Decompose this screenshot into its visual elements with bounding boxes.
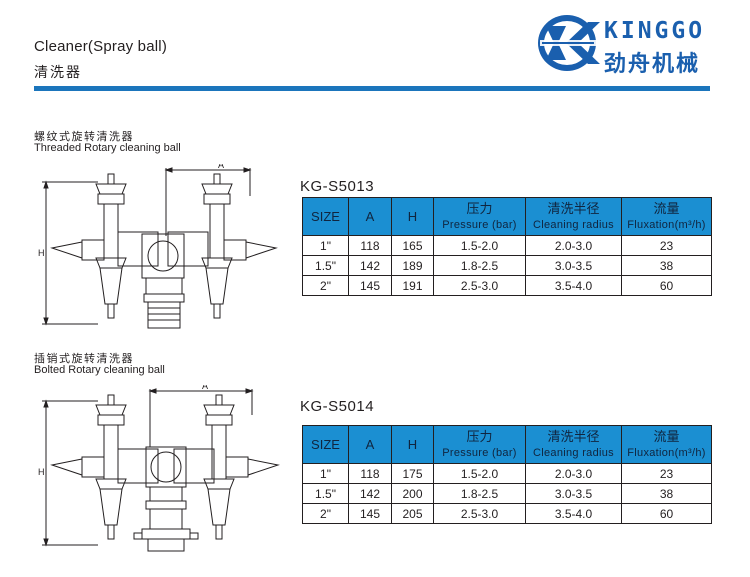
- table-cell: 3.5-4.0: [525, 275, 622, 296]
- table-cell: 118: [348, 235, 392, 256]
- table-header-cell: A: [348, 425, 392, 464]
- table-cell: 1": [302, 463, 349, 484]
- table-cell: 1.5": [302, 255, 349, 276]
- table-cell: 1.8-2.5: [433, 255, 526, 276]
- table-cell: 165: [391, 235, 434, 256]
- table-cell: 200: [391, 483, 434, 504]
- bolted-cleaner-drawing: A H: [38, 385, 280, 552]
- table-cell: 145: [348, 503, 392, 524]
- table-header-cell: SIZE: [302, 425, 349, 464]
- table-cell: 145: [348, 275, 392, 296]
- table-cell: 2.5-3.0: [433, 503, 526, 524]
- dimension-a-label: A: [218, 164, 224, 170]
- table-header-cell: A: [348, 197, 392, 236]
- section-title-cn: 插销式旋转清洗器: [34, 353, 134, 365]
- table-cell: 60: [621, 275, 712, 296]
- table-cell: 118: [348, 463, 392, 484]
- model-number: KG-S5013: [300, 178, 375, 195]
- kinggo-logo-icon: [538, 15, 600, 71]
- table-cell: 191: [391, 275, 434, 296]
- dimension-h-label: H: [38, 248, 45, 258]
- table-cell: 1.5-2.0: [433, 463, 526, 484]
- table-cell: 23: [621, 235, 712, 256]
- table-cell: 38: [621, 483, 712, 504]
- table-cell: 142: [348, 255, 392, 276]
- table-cell: 23: [621, 463, 712, 484]
- table-cell: 60: [621, 503, 712, 524]
- table-cell: 1.5": [302, 483, 349, 504]
- section-title-en: Threaded Rotary cleaning ball: [34, 142, 181, 154]
- table-header-cell: H: [391, 197, 434, 236]
- table-row: 2" 145 191 2.5-3.0 3.5-4.0 60: [302, 275, 712, 296]
- brand-logo: KINGGO 劲舟机械: [536, 12, 716, 77]
- threaded-cleaner-drawing: A H: [38, 164, 278, 329]
- brand-name-en: KINGGO: [604, 18, 706, 44]
- table-cell: 1.8-2.5: [433, 483, 526, 504]
- table-cell: 3.5-4.0: [525, 503, 622, 524]
- model-number: KG-S5014: [300, 398, 375, 415]
- table-row: 1" 118 165 1.5-2.0 2.0-3.0 23: [302, 235, 712, 256]
- section-title-cn: 螺纹式旋转清洗器: [34, 131, 134, 143]
- table-cell: 205: [391, 503, 434, 524]
- table-header-cell: H: [391, 425, 434, 464]
- table-row: 1.5" 142 200 1.8-2.5 3.0-3.5 38: [302, 483, 712, 504]
- table-cell: 2": [302, 275, 349, 296]
- table-row: 1" 118 175 1.5-2.0 2.0-3.0 23: [302, 463, 712, 484]
- table-row: 2" 145 205 2.5-3.0 3.5-4.0 60: [302, 503, 712, 524]
- table-cell: 38: [621, 255, 712, 276]
- table-cell: 175: [391, 463, 434, 484]
- table-cell: 142: [348, 483, 392, 504]
- table-header-cell: SIZE: [302, 197, 349, 236]
- table-cell: 189: [391, 255, 434, 276]
- header-divider: [34, 86, 710, 91]
- table-row: 1.5" 142 189 1.8-2.5 3.0-3.5 38: [302, 255, 712, 276]
- dimension-h-label: H: [38, 467, 45, 477]
- brand-name-cn: 劲舟机械: [604, 52, 701, 77]
- section-title-en: Bolted Rotary cleaning ball: [34, 364, 165, 376]
- page-title-cn: 清洗器: [34, 64, 82, 80]
- table-cell: 1": [302, 235, 349, 256]
- page-title: Cleaner(Spray ball): [34, 38, 168, 55]
- table-cell: 3.0-3.5: [525, 483, 622, 504]
- table-cell: 2.5-3.0: [433, 275, 526, 296]
- table-cell: 2.0-3.0: [525, 235, 622, 256]
- table-cell: 2": [302, 503, 349, 524]
- dimension-a-label: A: [202, 385, 208, 391]
- table-cell: 1.5-2.0: [433, 235, 526, 256]
- table-cell: 3.0-3.5: [525, 255, 622, 276]
- table-cell: 2.0-3.0: [525, 463, 622, 484]
